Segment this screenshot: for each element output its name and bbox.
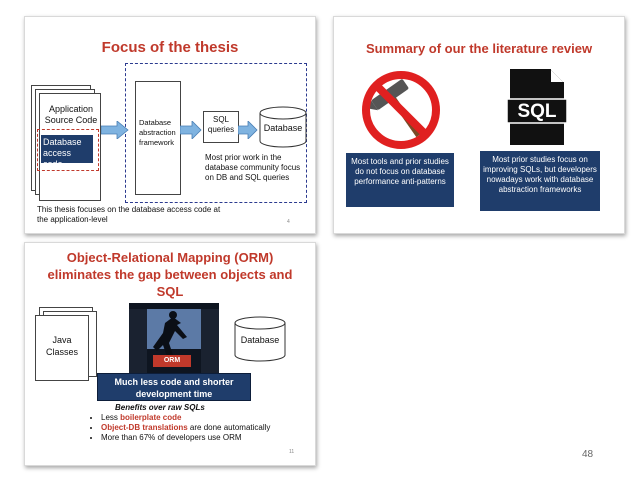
sql-file-icon	[506, 69, 568, 145]
page-number: 48	[582, 449, 594, 460]
arrow-right-icon	[101, 121, 129, 139]
benefits-heading: Benefits over raw SQLs	[115, 403, 205, 412]
benefit-item: More than 67% of developers use ORM	[101, 433, 289, 443]
slide-number: 11	[289, 449, 295, 455]
benefit-text: Less	[101, 413, 121, 422]
benefit-item: Object-DB translations are done automati…	[101, 423, 289, 433]
database-cylinder-icon	[259, 106, 307, 148]
database-label: Database	[263, 123, 303, 133]
slide-title: Summary of our the literature review	[365, 41, 593, 56]
benefit-item: Less boilerplate code	[101, 413, 289, 423]
framework-box: Database abstraction framework	[135, 81, 181, 195]
db-access-highlight	[37, 129, 99, 171]
slide-number: 4	[287, 219, 290, 225]
benefit-highlight: boilerplate code	[120, 413, 182, 422]
left-summary-box: Most tools and prior studies do not focu…	[346, 153, 454, 207]
benefit-text: More than 67% of developers use ORM	[101, 433, 242, 442]
orm-benefit-banner: Much less code and shorter development t…	[97, 373, 251, 401]
right-summary-box: Most prior studies focus on improving SQ…	[480, 151, 600, 211]
sql-queries-document: SQL queries	[203, 111, 239, 143]
slide-literature-review[interactable]: Summary of our the literature review SQL…	[333, 16, 625, 234]
arrow-right-icon	[238, 121, 258, 139]
slide-title: Focus of the thesis	[101, 39, 239, 56]
java-classes-document: Java Classes	[35, 315, 89, 381]
benefit-text: are done automatically	[187, 423, 271, 432]
java-classes-label: Java Classes	[45, 335, 78, 357]
orm-label: ORM	[153, 355, 191, 367]
benefits-list: Less boilerplate code Object-DB translat…	[89, 413, 289, 443]
app-source-label: Application Source Code	[44, 104, 98, 125]
benefit-highlight: Object-DB translations	[101, 423, 188, 432]
slide-focus-of-thesis[interactable]: Focus of the thesis Application Source C…	[24, 16, 316, 234]
framework-label: Database abstraction framework	[139, 118, 176, 147]
sql-icon-text: SQL	[517, 101, 557, 122]
slide-orm[interactable]: Object-Relational Mapping (ORM) eliminat…	[24, 242, 316, 466]
sql-queries-label: SQL queries	[207, 115, 235, 134]
arrow-right-icon	[180, 121, 202, 139]
thesis-caption: This thesis focuses on the database acce…	[37, 205, 221, 224]
database-cylinder-icon	[234, 316, 286, 362]
db-access-code-box: Database access code	[41, 135, 93, 169]
database-label: Database	[240, 335, 280, 345]
prior-work-note: Most prior work in the database communit…	[205, 153, 301, 182]
slide-title: Object-Relational Mapping (ORM) eliminat…	[47, 250, 293, 299]
no-hammer-icon	[362, 71, 440, 149]
